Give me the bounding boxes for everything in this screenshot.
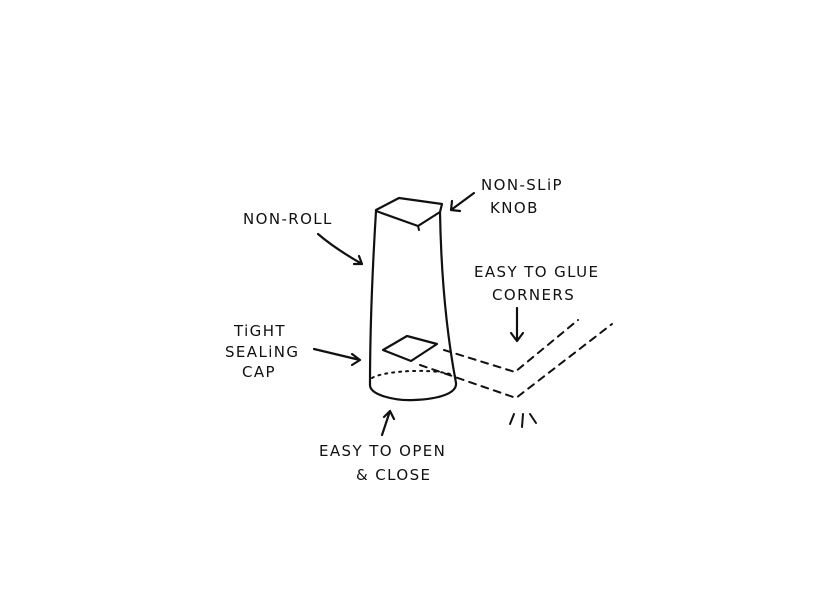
- arrow-sealing-cap: [312, 347, 362, 367]
- label-easy-open-line2: & CLOSE: [356, 466, 431, 484]
- arrow-glue-corners: [509, 306, 525, 343]
- arrow-open-close: [380, 409, 396, 437]
- cap-bottom-front: [368, 381, 458, 402]
- glue-square: [381, 334, 439, 363]
- corner-mark-1: [509, 413, 515, 425]
- label-easy-to-glue-line2: CORNERS: [492, 286, 575, 304]
- label-non-roll: NON-ROLL: [243, 210, 333, 228]
- label-easy-open-line1: EASY TO OPEN: [319, 442, 446, 460]
- arrow-non-roll: [316, 232, 364, 266]
- label-non-slip-knob-line2: KNOB: [490, 199, 539, 217]
- arrow-knob: [449, 191, 476, 213]
- label-tight-sealing-line3: CAP: [242, 363, 276, 381]
- glue-stick-front-edge: [417, 225, 420, 231]
- label-tight-sealing-line2: SEALiNG: [225, 343, 299, 361]
- arrows: [312, 191, 525, 437]
- glue-stick-left-edge: [368, 209, 378, 387]
- glue-stick-knob: [374, 196, 444, 228]
- corner-mark-2: [521, 413, 524, 428]
- cap-bottom-back: [371, 369, 456, 379]
- glue-lines: [419, 319, 613, 428]
- label-easy-to-glue-line1: EASY TO GLUE: [474, 263, 599, 281]
- glue-line-upper: [443, 319, 579, 373]
- labels: NON-SLiP KNOB NON-ROLL EASY TO GLUE CORN…: [225, 176, 599, 484]
- corner-mark-3: [529, 413, 537, 424]
- label-tight-sealing-line1: TiGHT: [233, 322, 286, 340]
- glue-stick-right-edge: [438, 210, 458, 385]
- glue-line-lower: [419, 323, 613, 399]
- label-non-slip-knob-line1: NON-SLiP: [481, 176, 563, 194]
- glue-stick: [368, 196, 458, 402]
